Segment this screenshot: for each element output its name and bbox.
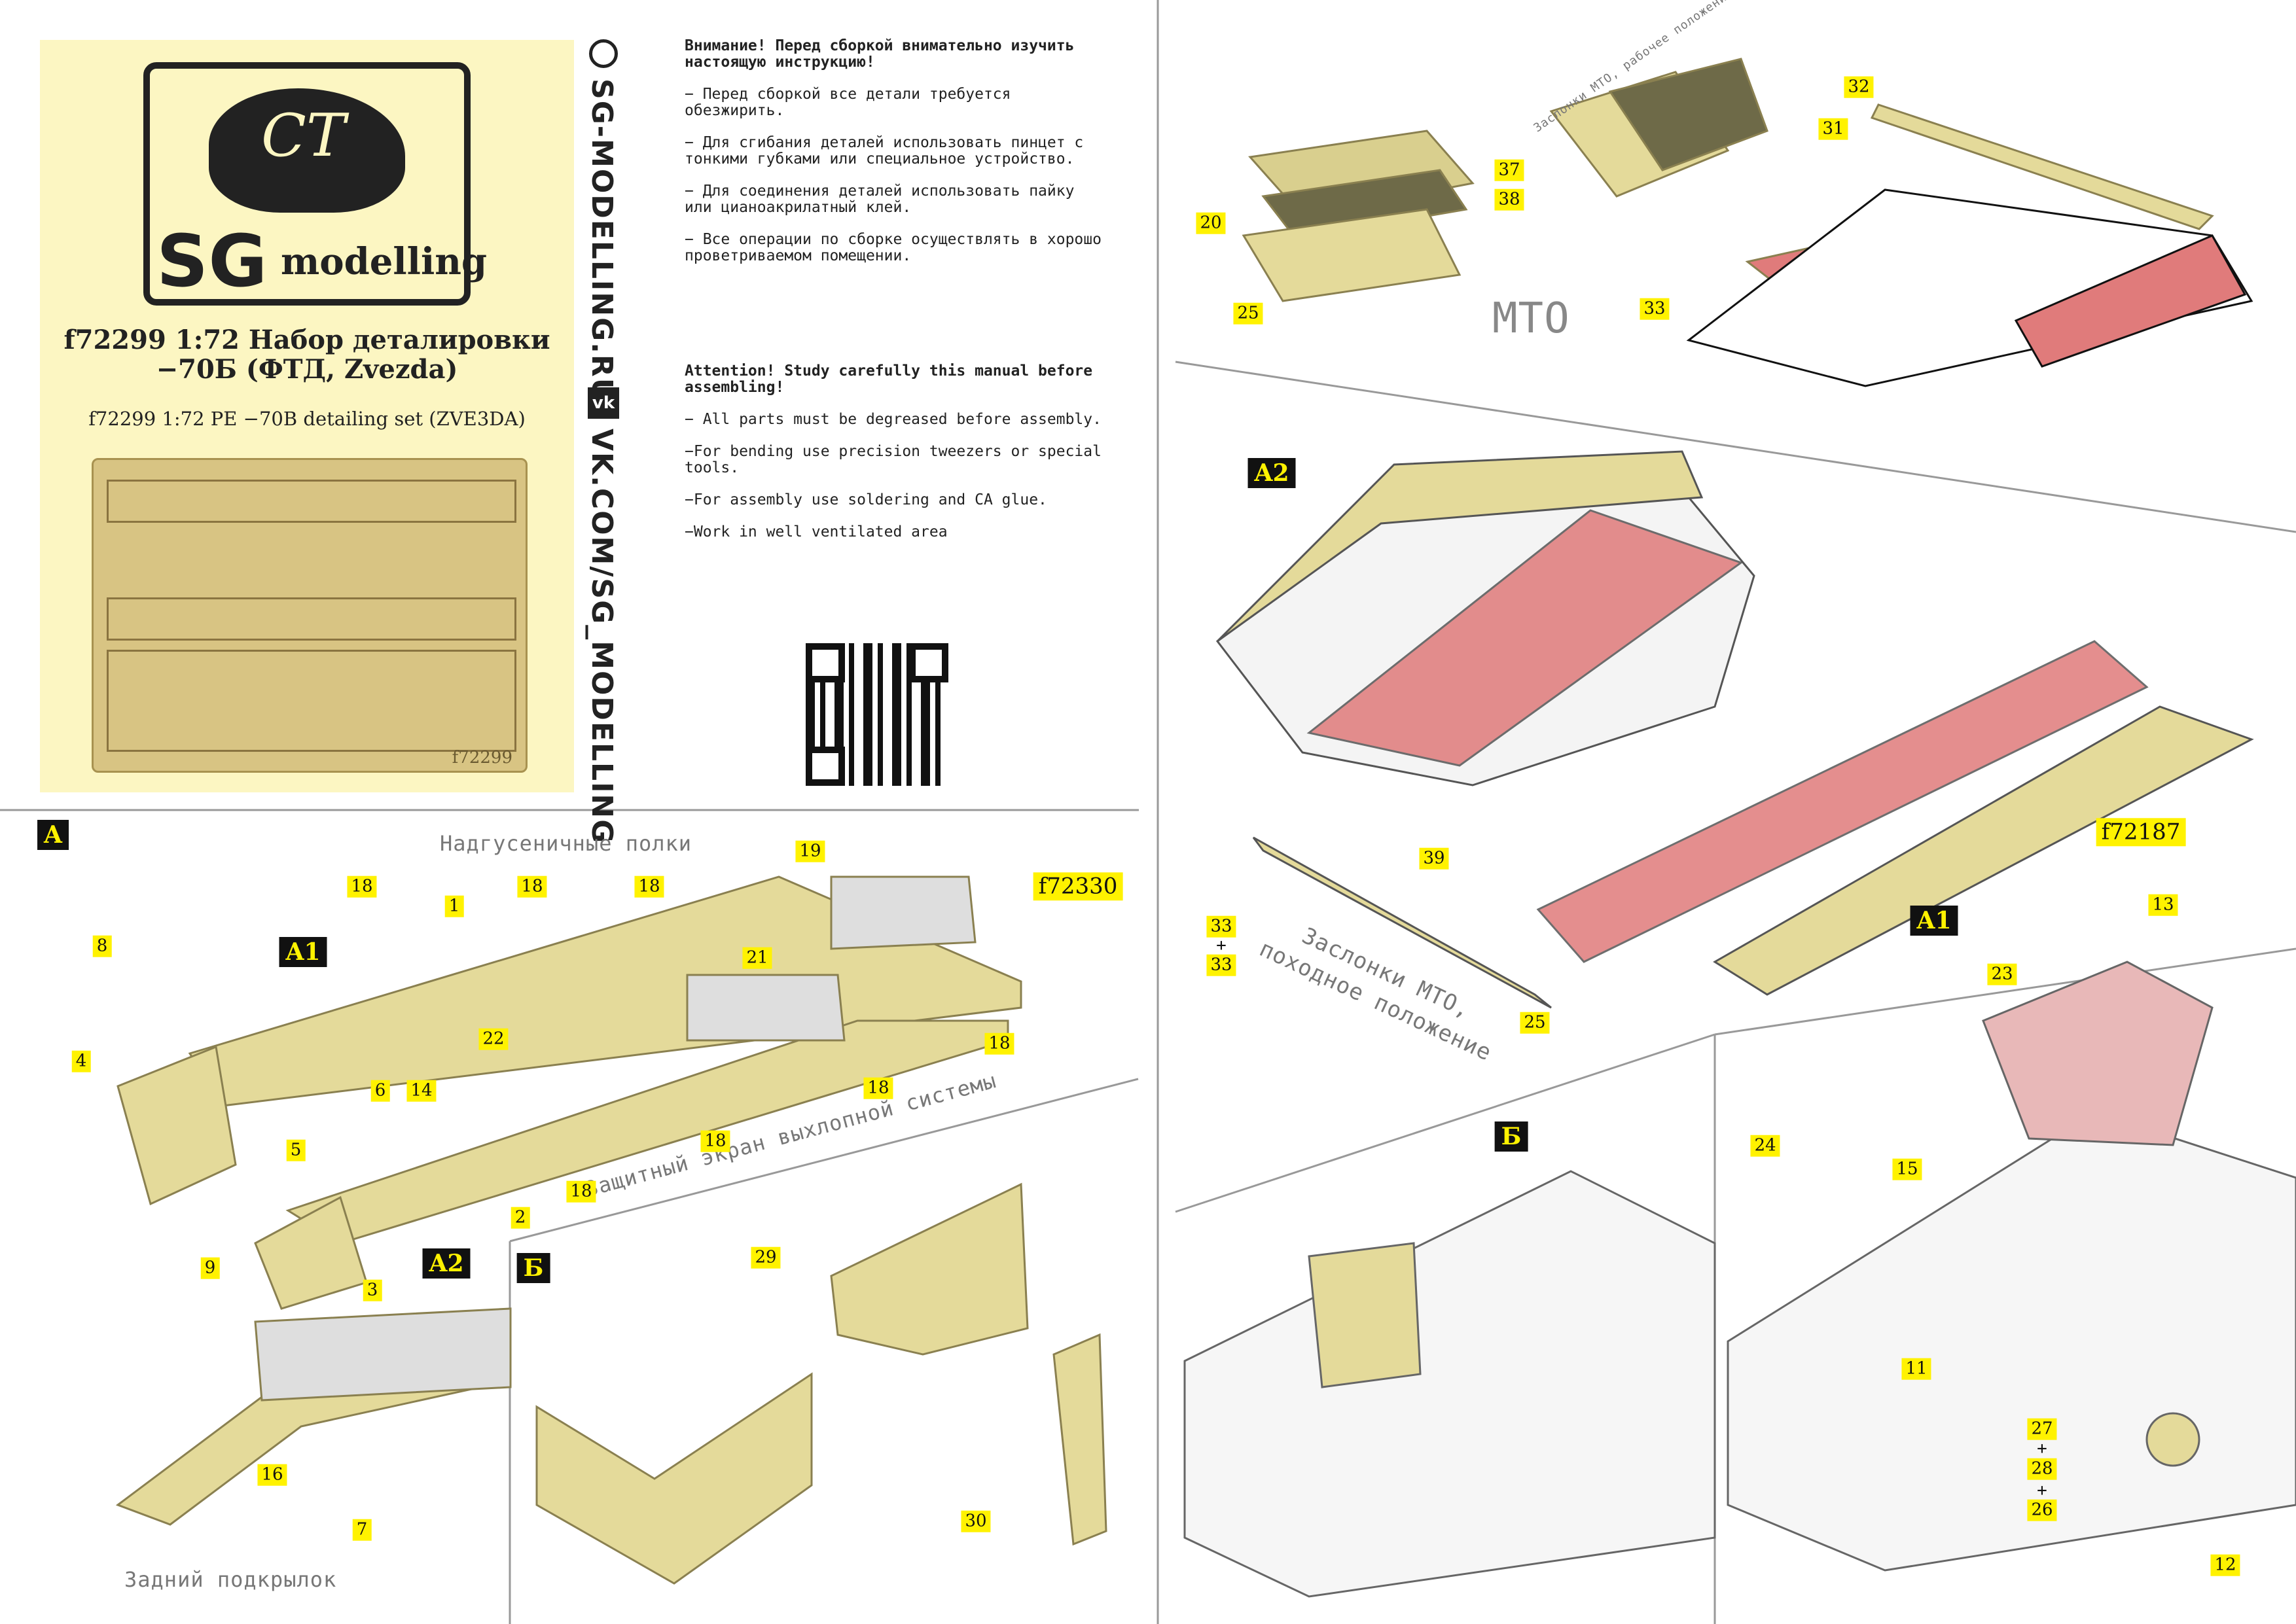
section-b-marker: Б	[516, 1253, 550, 1283]
part-callout: 38	[1494, 188, 1524, 211]
fender-parts	[117, 875, 1022, 1310]
part-callout: 24	[1750, 1135, 1780, 1157]
part-callout: 18	[347, 875, 377, 898]
part-callout: 3	[363, 1279, 382, 1301]
part-callout: 30	[961, 1510, 991, 1532]
part-callout: 29	[751, 1246, 781, 1269]
kit-title-ru-line2: −70Б (ФТД, Zvezda)	[156, 354, 458, 385]
related-set-callout: f72330	[1033, 872, 1123, 901]
plus-sign: +	[2037, 1439, 2047, 1458]
qr-finder	[909, 643, 948, 682]
logo-sg: SG	[156, 219, 268, 303]
kit-title-ru-line1: f72299 1:72 Набор деталировки	[63, 325, 550, 355]
tank-side-views	[1183, 961, 2296, 1598]
part-callout: 6	[370, 1080, 390, 1102]
part-callout: 20	[1196, 212, 1226, 234]
fret-part	[107, 650, 516, 752]
part-callout: 37	[1494, 159, 1524, 181]
instructions-ru-heading: Внимание! Перед сборкой внимательно изуч…	[685, 37, 1075, 71]
part-callout: 11	[1901, 1358, 1931, 1380]
assembly-callout-a1: A1	[1910, 906, 1958, 936]
vk-icon: vk	[588, 387, 619, 419]
part-callout: 2	[511, 1207, 530, 1229]
instructions-en-heading: Attention! Study carefully this manual b…	[685, 362, 1093, 396]
part-callout: 1	[444, 895, 464, 917]
part-callout: 15	[1892, 1158, 1922, 1180]
instruction-item: − All parts must be degreased before ass…	[685, 411, 1102, 428]
part-callout: 25	[1520, 1012, 1550, 1034]
logo-modelling: modelling	[281, 240, 488, 283]
instruction-item: − Для сгибания деталей использовать пинц…	[685, 134, 1084, 168]
instruction-item: − Перед сборкой все детали требуется обе…	[685, 86, 1011, 119]
part-callout: 18	[517, 875, 547, 898]
instruction-item: −Work in well ventilated area	[685, 523, 948, 540]
vk-link[interactable]: VK.COM/SG_MODELLING	[585, 429, 619, 845]
part-callout: 39	[1419, 847, 1449, 870]
part-callout: 22	[478, 1028, 509, 1050]
tank-overview	[1215, 450, 2254, 1009]
instruction-item: − Для соединения деталей использовать па…	[685, 183, 1075, 216]
instructions-ru: Внимание! Перед сборкой внимательно изуч…	[685, 38, 1103, 280]
part-callout: 9	[200, 1257, 220, 1279]
caption-rear-mudguard: Задний подкрылок	[124, 1567, 337, 1592]
instruction-item: −For assembly use soldering and CA glue.	[685, 491, 1047, 508]
part-callout: 12	[2210, 1554, 2240, 1576]
part-callout: 4	[71, 1050, 91, 1072]
logo-monogram: CT	[261, 101, 346, 170]
website-link[interactable]: SG-MODELLING.RU	[585, 79, 619, 403]
part-callout: 33	[1640, 298, 1670, 320]
part-callout: 18	[566, 1180, 596, 1203]
brand-logo: CT SG modelling	[143, 62, 487, 306]
part-callout: 18	[634, 875, 664, 898]
qr-finder	[806, 747, 845, 786]
part-callout: 31	[1818, 118, 1848, 140]
fret-part	[107, 597, 516, 641]
part-callout: 23	[1987, 963, 2017, 985]
fret-part	[107, 480, 516, 523]
instructions-en: Attention! Study carefully this manual b…	[685, 363, 1103, 556]
part-callout: 26	[2027, 1499, 2057, 1521]
section-b-marker: Б	[1494, 1121, 1528, 1152]
plus-sign: +	[2037, 1481, 2047, 1500]
assembly-callout-a2: A2	[1247, 458, 1296, 488]
mto-grille-parts	[1242, 58, 2214, 309]
kit-title-en: f72299 1:72 PE −70B detailing set (ZVE3D…	[88, 408, 526, 430]
hull-rear-outline	[1686, 188, 2253, 387]
part-callout: 18	[700, 1130, 730, 1152]
caption-fenders: Надгусеничные полки	[440, 831, 692, 856]
part-callout: 14	[406, 1080, 437, 1102]
part-callout: 18	[863, 1077, 893, 1099]
cover-panel: CT SG modelling f72299 1:72 Набор детали…	[40, 40, 574, 792]
part-callout: 7	[352, 1519, 372, 1541]
part-callout: 25	[1233, 302, 1263, 325]
part-callout: 33	[1206, 954, 1236, 976]
assembly-callout-a2: A2	[422, 1248, 471, 1279]
part-callout: 13	[2148, 894, 2178, 916]
instruction-item: − Все операции по сборке осуществлять в …	[685, 231, 1102, 264]
part-callout: 33	[1206, 915, 1236, 938]
part-callout: 16	[257, 1464, 287, 1486]
assembly-callout-a1: A1	[279, 937, 327, 967]
part-callout: 27	[2027, 1418, 2057, 1440]
globe-icon	[589, 39, 618, 68]
related-set-callout: f72187	[2096, 818, 2186, 847]
plus-sign: +	[1216, 936, 1227, 955]
part-callout: 21	[742, 947, 772, 969]
rear-parts	[115, 1182, 1107, 1585]
qr-code[interactable]	[806, 643, 948, 786]
part-callout: 19	[795, 840, 825, 862]
part-callout: 32	[1844, 76, 1874, 98]
section-a-marker: A	[37, 820, 69, 850]
part-callout: 28	[2027, 1458, 2057, 1480]
bear-emblem-icon	[209, 88, 405, 213]
fret-code: f72299	[452, 748, 512, 768]
instruction-item: −For bending use precision tweezers or s…	[685, 443, 1102, 476]
pe-fret-image: f72299	[92, 458, 528, 773]
part-callout: 5	[286, 1139, 306, 1161]
qr-finder	[806, 643, 845, 682]
part-callout: 8	[92, 935, 112, 957]
caption-mto: МТО	[1492, 294, 1570, 343]
part-callout: 18	[984, 1033, 1014, 1055]
